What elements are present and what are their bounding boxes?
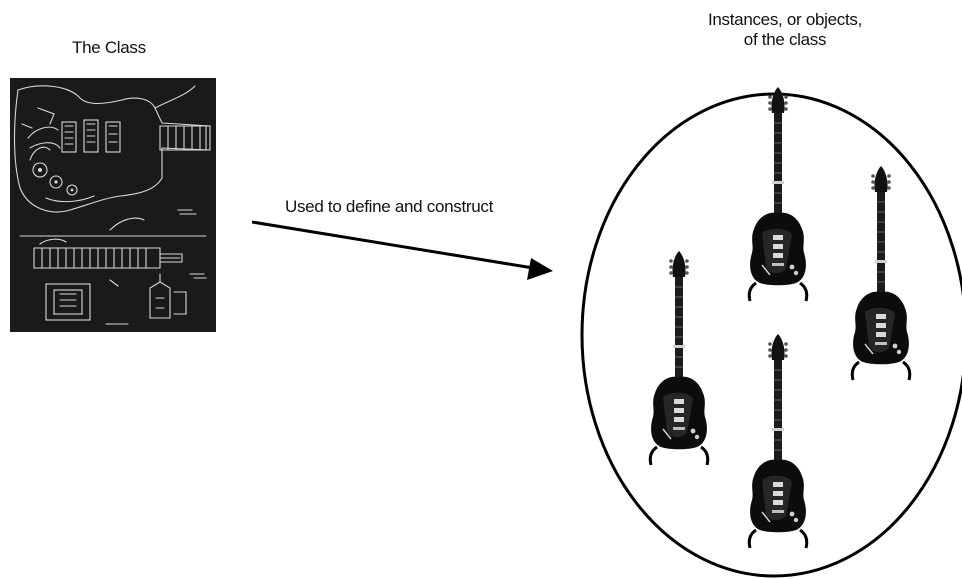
guitar-blueprint-image <box>10 78 216 332</box>
guitar-icon-bottom <box>747 332 809 550</box>
arrow-label: Used to define and construct <box>285 197 494 216</box>
class-label: The Class <box>72 38 146 57</box>
guitar-icon-right <box>850 164 912 382</box>
arrow-line <box>251 220 534 270</box>
instances-label: Instances, or objects, of the class <box>680 10 890 50</box>
guitar-icon-top <box>747 85 809 303</box>
instances-label-line-1: Instances, or objects, <box>707 10 863 29</box>
guitar-icon-left <box>648 249 710 467</box>
instances-label-line-2: of the class <box>743 30 827 49</box>
arrow-head <box>527 258 553 280</box>
